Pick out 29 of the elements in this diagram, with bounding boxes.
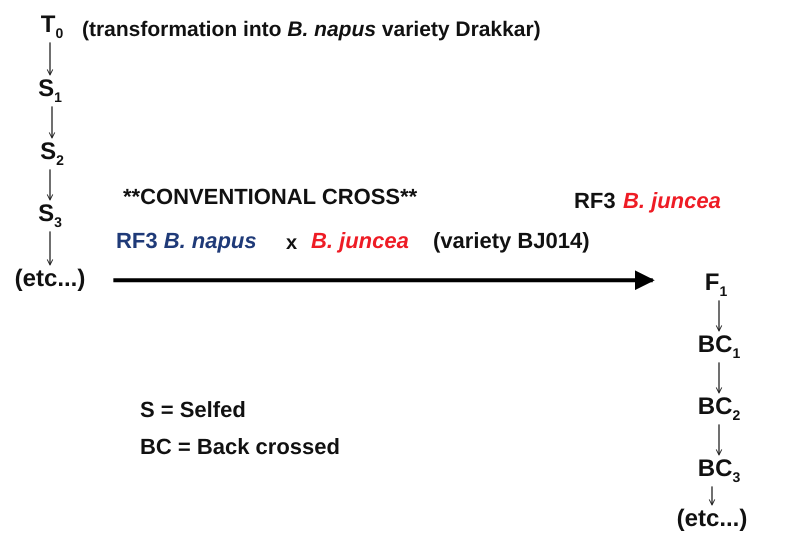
generation-label: S$_{2}$ [40,139,64,168]
generation-label: (etc...) [14,266,86,292]
variety-label: (variety BJ014) [433,228,590,254]
cross-symbol: x [286,232,298,255]
key-text: BC = Back crossed [140,434,340,460]
generation-label: (etc...) [676,506,748,532]
generation-label: S$_{3}$ [38,201,62,230]
arrow [708,486,716,506]
arrow [716,300,722,332]
arrow [716,362,722,394]
arrow [48,106,56,138]
arrow [46,169,54,200]
generation-label: BC$_{1}$ [698,332,740,362]
arrow [46,42,54,76]
strain-label: RF3 [574,188,616,214]
generation-label: BC$_{3}$ [698,456,740,486]
arrow [716,424,722,456]
species-label: B. juncea [623,188,721,214]
note-text: (transformation into B. napus variety Drakkar) [82,18,541,42]
key-text: S = Selfed [140,397,246,422]
generation-label: T$_{0}$ [40,12,64,42]
parent-label: RF3 B. napus [116,228,257,254]
generation-label: BC$_{2}$ [698,394,740,424]
cross-arrow [113,270,655,290]
generation-label: S$_{1}$ [38,76,62,106]
species-label: B. juncea [311,228,409,254]
generation-label: F$_{1}$ [704,270,728,300]
heading-text: **CONVENTIONAL CROSS** [123,184,418,210]
arrow [46,231,54,266]
